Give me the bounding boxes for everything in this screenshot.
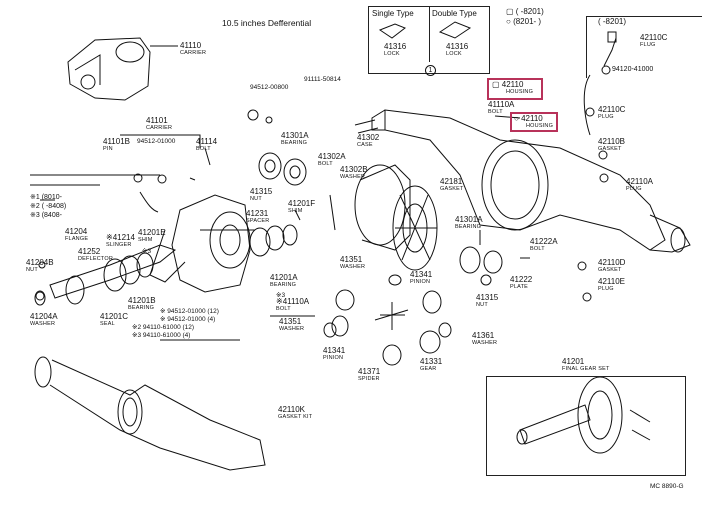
- axle-housing-drawing: [354, 109, 691, 253]
- note-5: ※ 94512-01000 (4): [160, 316, 216, 323]
- date-legend-row1: ▢ ( -8201): [506, 7, 544, 16]
- carrier-drawing: [67, 37, 151, 101]
- single-type-label: Single Type: [372, 9, 414, 18]
- final-gear-set-frame: [486, 376, 686, 476]
- date-legend-row2: ○ (8201- ): [506, 17, 542, 26]
- note-1: ※1 (8010-: [30, 194, 62, 201]
- note-3: ※3 (8408-: [30, 212, 62, 219]
- flug-box-pn2: 94120-41000: [612, 66, 654, 73]
- double-type-label: Double Type: [432, 9, 477, 18]
- flug-box-range: ( -8201): [598, 17, 627, 26]
- figure-code: MC 8890-G: [650, 483, 684, 490]
- sub-carrier-drawing: [149, 194, 251, 293]
- note-4: ※ 94512-01000 (12): [160, 308, 219, 315]
- pinion-shaft-drawing: [34, 244, 177, 306]
- part-94512-01000[interactable]: 94512-01000: [137, 138, 176, 145]
- note-8: ※3: [276, 292, 286, 299]
- type-legend-divider: [429, 6, 430, 62]
- housing-highlight-1[interactable]: [487, 78, 543, 100]
- ring-gear-drawing: [392, 185, 438, 271]
- part-91111-50814[interactable]: 91111-50814: [304, 76, 341, 83]
- note-6: ※2 94110-61000 (12): [132, 324, 195, 331]
- housing-highlight-2[interactable]: [510, 112, 558, 132]
- circle-marker: 1: [425, 65, 436, 76]
- note-9: ※3: [142, 248, 152, 255]
- part-94512-00800[interactable]: 94512-00800: [250, 84, 289, 91]
- note-2: ※2 ( -8408): [30, 203, 67, 210]
- note-7: ※3 94110-61000 (4): [132, 332, 191, 339]
- spider-drawing: [374, 302, 409, 330]
- final-gear-set-drawing: [516, 376, 651, 454]
- flug-box: [586, 16, 702, 78]
- diagram-title: 10.5 inches Defferential: [222, 18, 312, 28]
- gasket-kit-drawing: [34, 356, 266, 471]
